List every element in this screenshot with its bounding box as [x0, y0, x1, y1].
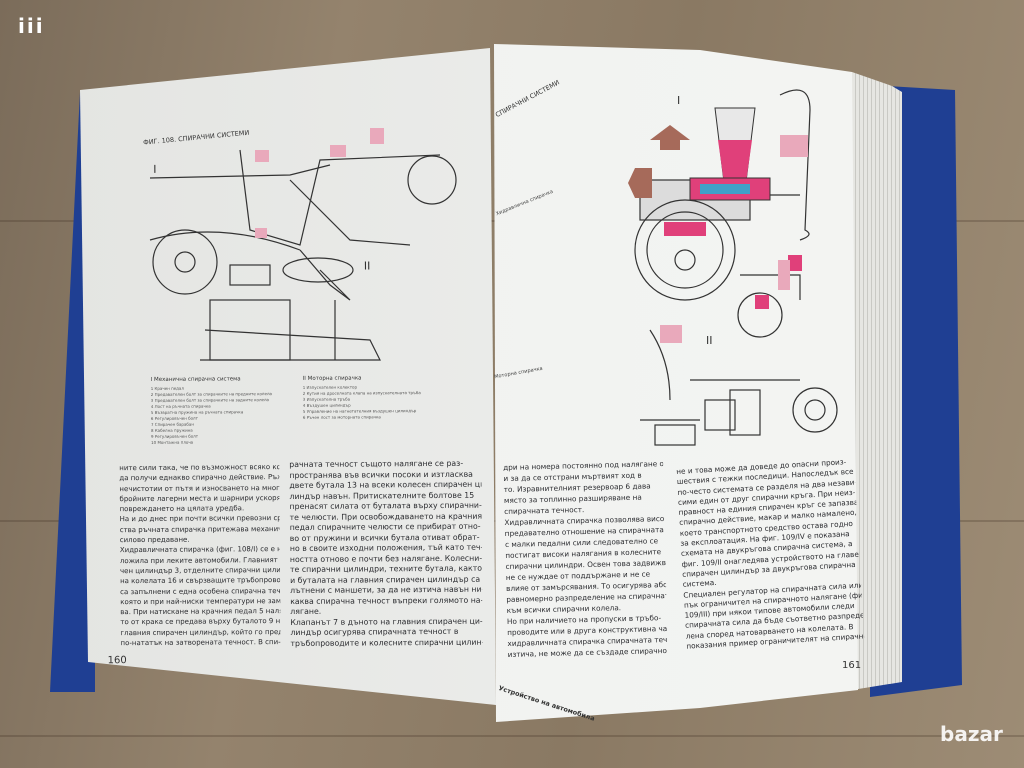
- watermark-top: iii: [18, 14, 45, 38]
- page-number: 161: [842, 660, 862, 671]
- left-diagram: [149, 149, 457, 361]
- bazar-logo: bazar: [940, 722, 1003, 746]
- right-diagram-colors: [628, 107, 808, 343]
- brake-drum: [152, 229, 218, 295]
- roman-numeral: I: [677, 94, 681, 107]
- roman-numeral: II: [706, 334, 713, 347]
- vehicle-fender-line: [149, 231, 301, 251]
- page-edges: [852, 72, 902, 690]
- logo-text: bazar: [940, 722, 1003, 746]
- pink-highlights: [255, 128, 384, 238]
- vehicle-frame-line: [149, 164, 331, 179]
- wheel-brake-drum: [634, 199, 736, 301]
- wood-grain: [0, 735, 1024, 737]
- brake-drum: [407, 155, 457, 205]
